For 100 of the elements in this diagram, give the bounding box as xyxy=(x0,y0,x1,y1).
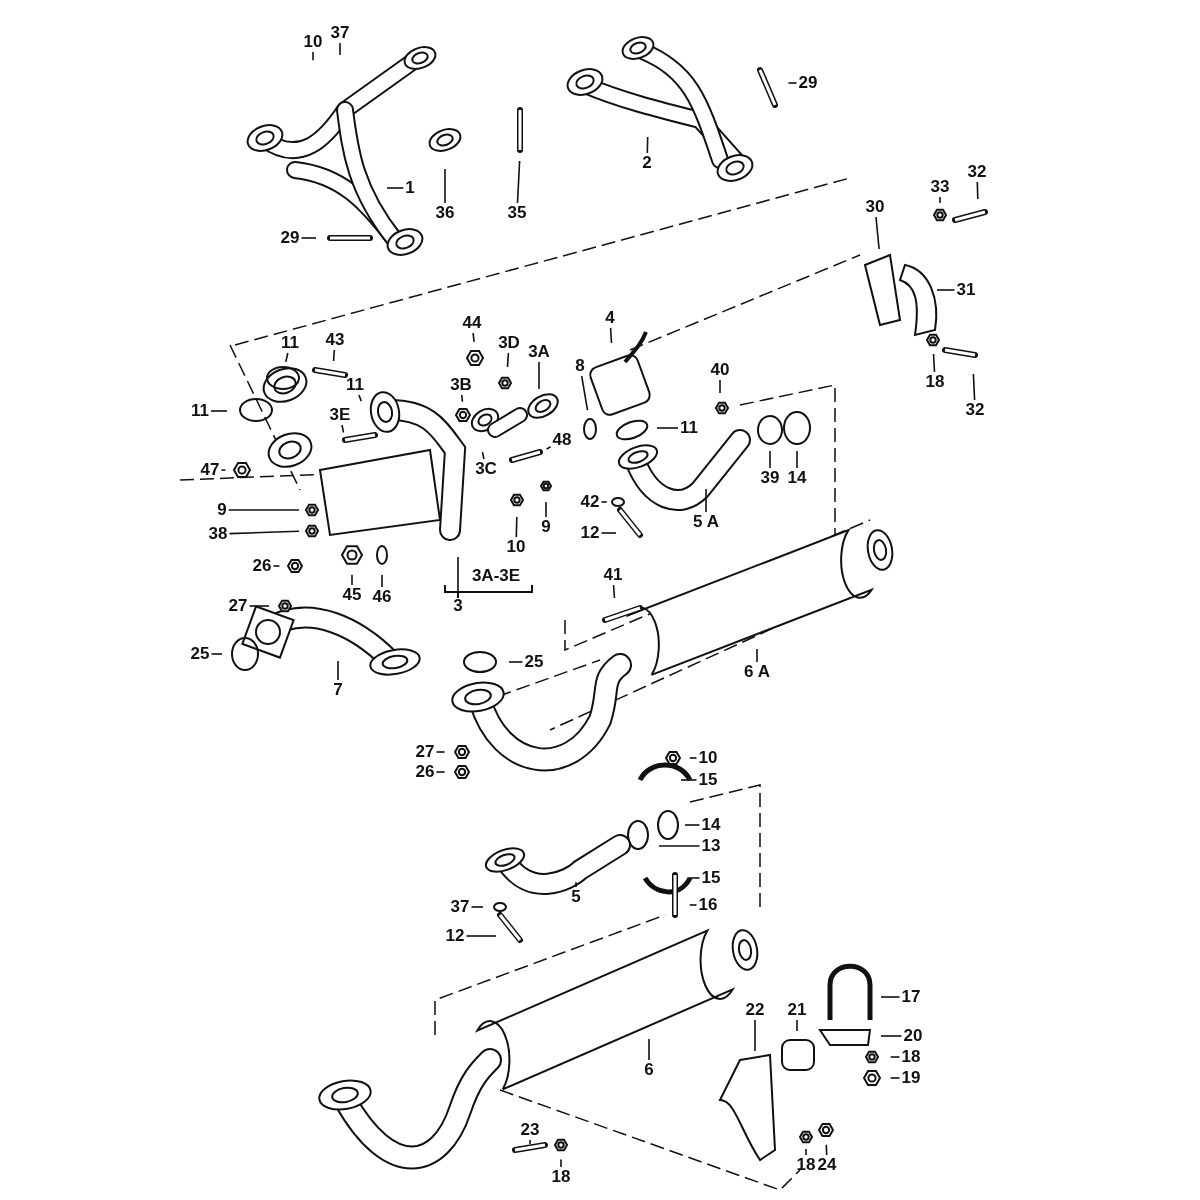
leader-line xyxy=(769,450,771,469)
callout-number: 22 xyxy=(744,1001,766,1019)
leader-line xyxy=(932,353,936,373)
callout-number: 13 xyxy=(700,837,722,855)
callout-number: 25 xyxy=(189,645,211,663)
callout-number: 36 xyxy=(434,204,456,222)
leader-line xyxy=(976,181,979,200)
leader-line xyxy=(435,751,446,753)
callout-number: 3 xyxy=(452,597,464,615)
leader-line xyxy=(689,757,698,759)
callout-number: 3D xyxy=(497,334,521,352)
callout-number: 18 xyxy=(900,1048,922,1066)
leader-line xyxy=(472,332,475,343)
callout-number: 5 xyxy=(570,888,582,906)
leader-line xyxy=(312,51,314,61)
callout-number: 30 xyxy=(864,198,886,216)
leader-line xyxy=(600,501,608,503)
callout-number: 46 xyxy=(371,588,393,606)
callout-number: 18 xyxy=(795,1156,817,1174)
leader-line xyxy=(805,1148,807,1156)
callout-number: 29 xyxy=(797,74,819,92)
leader-line xyxy=(529,1139,531,1145)
leader-line xyxy=(470,906,484,908)
leader-line xyxy=(381,574,383,588)
callout-number: 3B xyxy=(449,376,473,394)
leader-line xyxy=(756,648,758,663)
callout-number: 11 xyxy=(190,402,210,420)
callout-number: 12 xyxy=(579,524,601,542)
leader-line xyxy=(719,379,721,394)
callout-number: 5 A xyxy=(692,513,720,531)
callout-number: 33 xyxy=(929,178,951,196)
leader-line xyxy=(575,881,577,888)
callout-number: 41 xyxy=(602,566,624,584)
callout-number: 3C xyxy=(474,460,498,478)
callout-number: 26 xyxy=(414,763,436,781)
leader-line xyxy=(515,516,518,538)
callout-number: 27 xyxy=(227,597,249,615)
leader-line xyxy=(538,361,540,390)
leader-line xyxy=(339,42,341,56)
callout-number: 14 xyxy=(700,816,722,834)
callout-number: 16 xyxy=(697,896,719,914)
leader-line xyxy=(787,82,798,84)
callout-number: 45 xyxy=(341,586,363,604)
callout-number: 18 xyxy=(924,373,946,391)
callout-number: 40 xyxy=(709,361,731,379)
callout-number: 31 xyxy=(955,281,977,299)
callout-number: 19 xyxy=(900,1069,922,1087)
callout-number: 37 xyxy=(329,24,351,42)
leader-line xyxy=(220,469,227,471)
callout-number: 7 xyxy=(332,681,344,699)
leader-line xyxy=(875,216,880,250)
leader-line xyxy=(285,352,289,363)
callout-number: 9 xyxy=(540,518,552,536)
callout-number: 39 xyxy=(759,469,781,487)
callout-number: 27 xyxy=(414,743,436,761)
callout-number: 15 xyxy=(697,771,719,789)
leader-line xyxy=(461,394,464,403)
callout-number: 10 xyxy=(697,749,719,767)
callout-number: 3A xyxy=(527,343,551,361)
callout-number: 21 xyxy=(786,1001,808,1019)
leader-line xyxy=(508,661,524,663)
callout-number: 26 xyxy=(251,557,273,575)
leader-line xyxy=(516,160,521,204)
callout-number: 15 xyxy=(700,869,722,887)
leader-line xyxy=(337,660,339,681)
leader-line xyxy=(210,653,223,655)
callout-number: 25 xyxy=(523,653,545,671)
leader-line xyxy=(658,845,701,847)
leader-line xyxy=(796,1019,798,1032)
leader-line xyxy=(689,904,698,906)
leader-line xyxy=(435,771,446,773)
leader-line xyxy=(880,1035,903,1037)
callout-number: 47 xyxy=(199,461,221,479)
leader-line xyxy=(248,605,270,607)
leader-line xyxy=(272,565,281,567)
leader-line xyxy=(688,877,701,879)
callout-number: 48 xyxy=(551,431,573,449)
callout-number: 43 xyxy=(324,331,346,349)
leader-line xyxy=(358,394,363,402)
callout-number: 35 xyxy=(506,204,528,222)
callout-number: 11 xyxy=(679,419,699,437)
callout-number: 38 xyxy=(207,525,229,543)
leader-line xyxy=(825,1143,828,1156)
callout-number: 8 xyxy=(574,357,586,375)
leader-line xyxy=(880,996,901,998)
callout-number: 11 xyxy=(345,376,365,394)
leader-line xyxy=(227,509,300,511)
callout-number: 32 xyxy=(966,163,988,181)
leader-line xyxy=(646,136,649,154)
callout-number: 12 xyxy=(444,927,466,945)
leader-line xyxy=(506,352,510,368)
leader-line xyxy=(612,584,616,599)
leader-line xyxy=(796,450,798,469)
leader-line xyxy=(341,424,345,434)
callout-number: 9 xyxy=(216,501,228,519)
callout-number: 10 xyxy=(505,538,527,556)
callout-number: 10 xyxy=(302,33,324,51)
leader-line xyxy=(444,168,446,204)
leader-line xyxy=(228,530,300,535)
leader-line xyxy=(560,1158,562,1168)
